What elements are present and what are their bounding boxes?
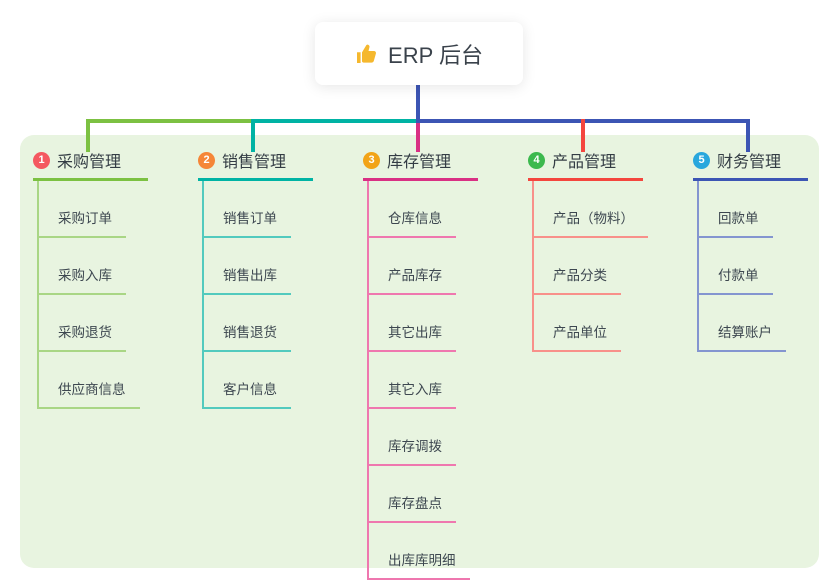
branch-children: 销售订单销售出库销售退货客户信息 — [202, 181, 313, 409]
branch-number-badge: 3 — [363, 151, 380, 169]
branch-item[interactable]: 客户信息 — [204, 352, 291, 409]
branch-children: 产品（物料）产品分类产品单位 — [532, 181, 648, 352]
branch-label: 产品管理 — [552, 154, 617, 171]
branch-drop-1 — [86, 119, 90, 152]
branch-item[interactable]: 库存调拨 — [369, 409, 456, 466]
root-drop-line — [416, 85, 420, 123]
branch-drop-5 — [746, 119, 750, 152]
branch-drop-3 — [416, 123, 420, 152]
bus-segment-2 — [251, 119, 420, 123]
branch-header-1[interactable]: 1 采购管理 — [33, 148, 148, 181]
branch-header-5[interactable]: 5 财务管理 — [693, 148, 808, 181]
root-node-erp[interactable]: ERP 后台 — [315, 22, 523, 85]
branch-column-4: 4 产品管理 产品（物料）产品分类产品单位 — [528, 148, 648, 352]
branch-column-2: 2 销售管理 销售订单销售出库销售退货客户信息 — [198, 148, 313, 409]
branch-children: 采购订单采购入库采购退货供应商信息 — [37, 181, 148, 409]
branch-item[interactable]: 产品库存 — [369, 238, 456, 295]
root-node-label: ERP 后台 — [388, 42, 483, 68]
branch-item[interactable]: 结算账户 — [699, 295, 786, 352]
branch-number-badge: 1 — [33, 151, 50, 169]
branch-item[interactable]: 仓库信息 — [369, 181, 456, 238]
branch-item[interactable]: 库存盘点 — [369, 466, 456, 523]
branch-item[interactable]: 销售退货 — [204, 295, 291, 352]
branch-item[interactable]: 其它入库 — [369, 352, 456, 409]
branch-header-4[interactable]: 4 产品管理 — [528, 148, 643, 181]
thumbs-up-icon — [357, 44, 377, 63]
branch-item[interactable]: 其它出库 — [369, 295, 456, 352]
branch-item[interactable]: 出库库明细 — [369, 523, 470, 580]
branch-item[interactable]: 产品单位 — [534, 295, 621, 352]
bus-segment-1 — [86, 119, 255, 123]
branch-item[interactable]: 产品分类 — [534, 238, 621, 295]
branch-drop-4 — [581, 119, 585, 152]
branch-item[interactable]: 回款单 — [699, 181, 773, 238]
branch-label: 库存管理 — [387, 154, 452, 171]
branch-children: 回款单付款单结算账户 — [697, 181, 808, 352]
branch-number-badge: 4 — [528, 151, 545, 169]
branch-label: 销售管理 — [222, 154, 287, 171]
branch-label: 采购管理 — [57, 154, 122, 171]
branch-item[interactable]: 产品（物料） — [534, 181, 648, 238]
branch-number-badge: 2 — [198, 151, 215, 169]
branch-item[interactable]: 采购退货 — [39, 295, 126, 352]
branch-header-3[interactable]: 3 库存管理 — [363, 148, 478, 181]
branch-item[interactable]: 供应商信息 — [39, 352, 140, 409]
branch-children: 仓库信息产品库存其它出库其它入库库存调拨库存盘点出库库明细 — [367, 181, 478, 580]
branch-label: 财务管理 — [717, 154, 782, 171]
branch-item[interactable]: 付款单 — [699, 238, 773, 295]
branch-number-badge: 5 — [693, 151, 710, 169]
branch-drop-2 — [251, 119, 255, 152]
branch-header-2[interactable]: 2 销售管理 — [198, 148, 313, 181]
branch-item[interactable]: 采购入库 — [39, 238, 126, 295]
branch-item[interactable]: 销售订单 — [204, 181, 291, 238]
branch-item[interactable]: 销售出库 — [204, 238, 291, 295]
branch-column-1: 1 采购管理 采购订单采购入库采购退货供应商信息 — [33, 148, 148, 409]
branch-item[interactable]: 采购订单 — [39, 181, 126, 238]
branch-column-3: 3 库存管理 仓库信息产品库存其它出库其它入库库存调拨库存盘点出库库明细 — [363, 148, 478, 580]
branch-column-5: 5 财务管理 回款单付款单结算账户 — [693, 148, 808, 352]
